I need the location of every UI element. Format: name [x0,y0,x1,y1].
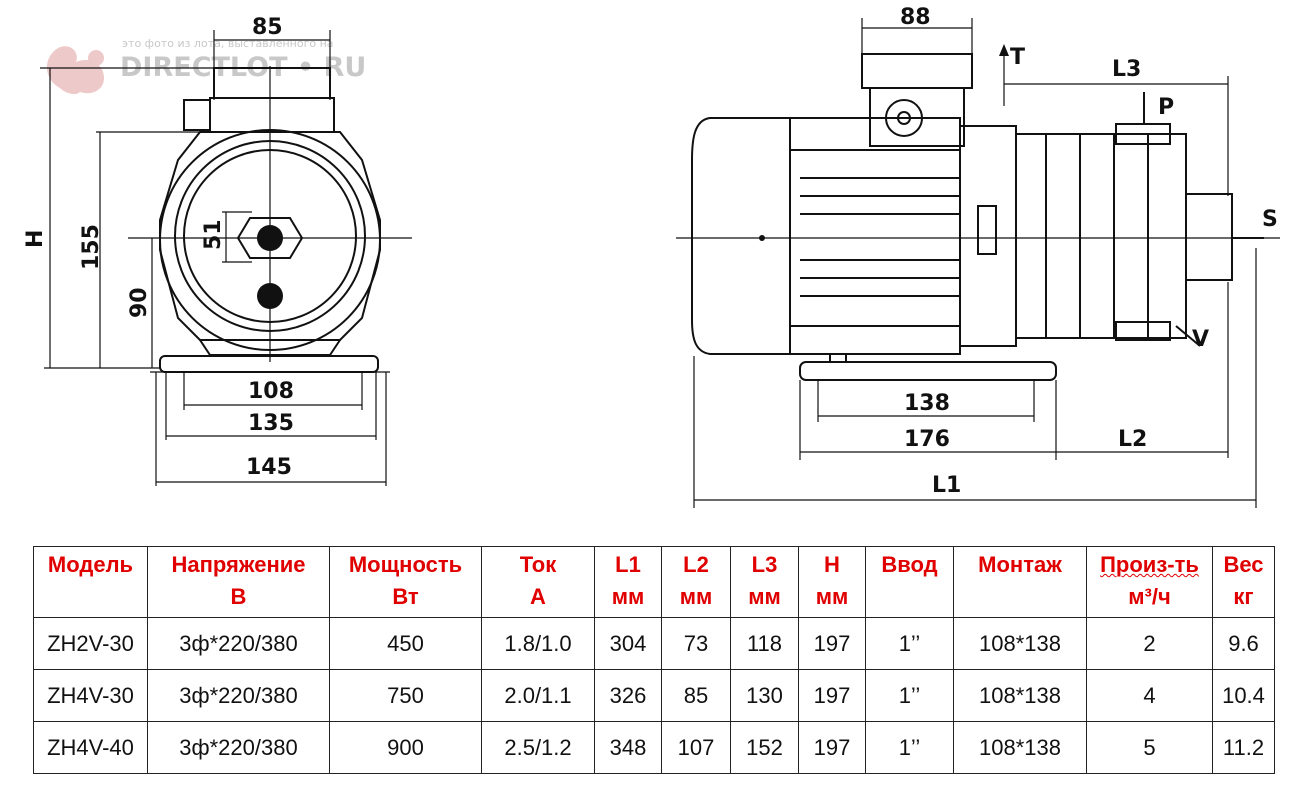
cell-weight: 9.6 [1212,617,1275,670]
dim-90: 90 [127,287,152,318]
dim-L1: L1 [932,473,961,498]
cell-L1: 348 [594,721,662,774]
dim-138: 138 [904,391,950,416]
watermark-caption: это фото из лота, выставленного на [122,37,334,50]
table-row: ZH4V-30 3ф*220/380 750 2.0/1.1 326 85 13… [33,669,1275,722]
dim-L3: L3 [1112,57,1141,82]
dim-108: 108 [248,379,294,404]
cell-inlet: 1’’ [865,617,954,670]
cell-H: 197 [798,617,866,670]
cell-L2: 85 [661,669,731,722]
cell-L2: 107 [661,721,731,774]
dim-145: 145 [246,455,292,480]
watermark: это фото из лота, выставленного на DIREC… [46,37,366,95]
label-V: V [1192,327,1209,352]
cell-capacity: 2 [1086,617,1213,670]
cell-model: ZH2V-30 [33,617,148,670]
cell-mounting: 108*138 [953,617,1087,670]
cell-current: 1.8/1.0 [481,617,595,670]
cell-current: 2.5/1.2 [481,721,595,774]
cell-model: ZH4V-30 [33,669,148,722]
dim-135: 135 [248,411,294,436]
cell-power: 900 [329,721,482,774]
header-mounting: Монтаж [953,546,1087,618]
cooling-fins [790,149,960,327]
front-view: 85 51 H 155 90 [23,15,412,486]
cell-weight: 11.2 [1212,721,1275,774]
squirrel-logo-icon [46,46,104,95]
cell-L1: 304 [594,617,662,670]
label-T: T [1010,45,1025,70]
dim-155: 155 [79,224,104,270]
dim-176: 176 [904,427,950,452]
header-inlet: Ввод [865,546,954,618]
label-S: S [1262,207,1278,232]
dim-51: 51 [201,219,226,250]
cell-H: 197 [798,721,866,774]
cell-L3: 152 [730,721,799,774]
pump-technical-drawing: это фото из лота, выставленного на DIREC… [23,5,1280,508]
table-row: ZH2V-30 3ф*220/380 450 1.8/1.0 304 73 11… [33,617,1275,670]
cell-power: 750 [329,669,482,722]
cell-mounting: 108*138 [953,721,1087,774]
dim-L2: L2 [1118,427,1147,452]
cell-L3: 118 [730,617,799,670]
cell-L3: 130 [730,669,799,722]
dim-85: 85 [252,15,283,40]
side-view: 88 [676,5,1280,508]
cell-current: 2.0/1.1 [481,669,595,722]
cell-capacity: 4 [1086,669,1213,722]
cell-weight: 10.4 [1212,669,1275,722]
cell-model: ZH4V-40 [33,721,148,774]
cell-inlet: 1’’ [865,721,954,774]
cell-inlet: 1’’ [865,669,954,722]
header-model: Модель [33,546,148,618]
label-P: P [1158,95,1174,120]
table-row: ZH4V-40 3ф*220/380 900 2.5/1.2 348 107 1… [33,721,1275,774]
cell-L2: 73 [661,617,731,670]
cell-voltage: 3ф*220/380 [147,669,330,722]
cell-capacity: 5 [1086,721,1213,774]
dim-H: H [23,230,48,248]
cell-mounting: 108*138 [953,669,1087,722]
cell-voltage: 3ф*220/380 [147,617,330,670]
cell-power: 450 [329,617,482,670]
cell-H: 197 [798,669,866,722]
cell-voltage: 3ф*220/380 [147,721,330,774]
dim-88: 88 [900,5,931,30]
cell-L1: 326 [594,669,662,722]
